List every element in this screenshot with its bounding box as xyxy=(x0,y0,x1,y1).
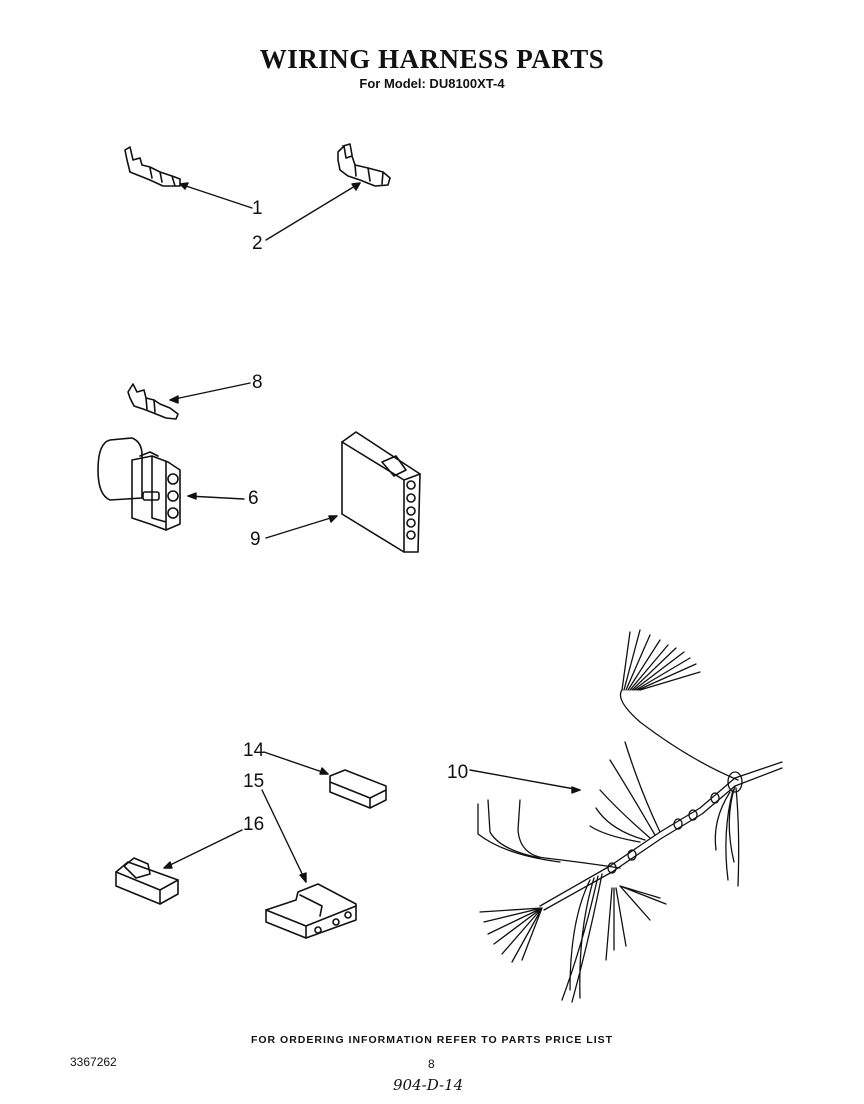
handwritten-note: 904-D-14 xyxy=(393,1076,464,1094)
callout-6: 6 xyxy=(248,488,259,509)
page-number: 8 xyxy=(428,1057,435,1071)
part-1-terminal xyxy=(124,146,181,187)
callout-15: 15 xyxy=(243,771,265,792)
leader-lines xyxy=(163,182,581,883)
part-10-wiring-harness xyxy=(477,629,783,1003)
part-14-block xyxy=(329,769,387,809)
part-16-clip xyxy=(115,857,179,905)
callout-1: 1 xyxy=(252,198,263,219)
callout-8: 8 xyxy=(252,372,263,393)
callout-10: 10 xyxy=(447,762,469,783)
document-number: 3367262 xyxy=(70,1055,117,1069)
part-6-connector xyxy=(97,437,181,531)
ordering-note: FOR ORDERING INFORMATION REFER TO PARTS … xyxy=(250,1034,614,1046)
model-subtitle: For Model: DU8100XT-4 xyxy=(359,76,505,91)
part-8-terminal xyxy=(127,383,179,420)
page-title: WIRING HARNESS PARTS xyxy=(259,44,605,74)
callout-2: 2 xyxy=(252,233,263,254)
part-9-connector xyxy=(341,431,421,553)
part-2-terminal xyxy=(337,143,391,187)
part-15-connector xyxy=(265,883,357,939)
callout-9: 9 xyxy=(250,529,261,550)
callout-14: 14 xyxy=(243,740,265,761)
callout-16: 16 xyxy=(243,814,265,835)
